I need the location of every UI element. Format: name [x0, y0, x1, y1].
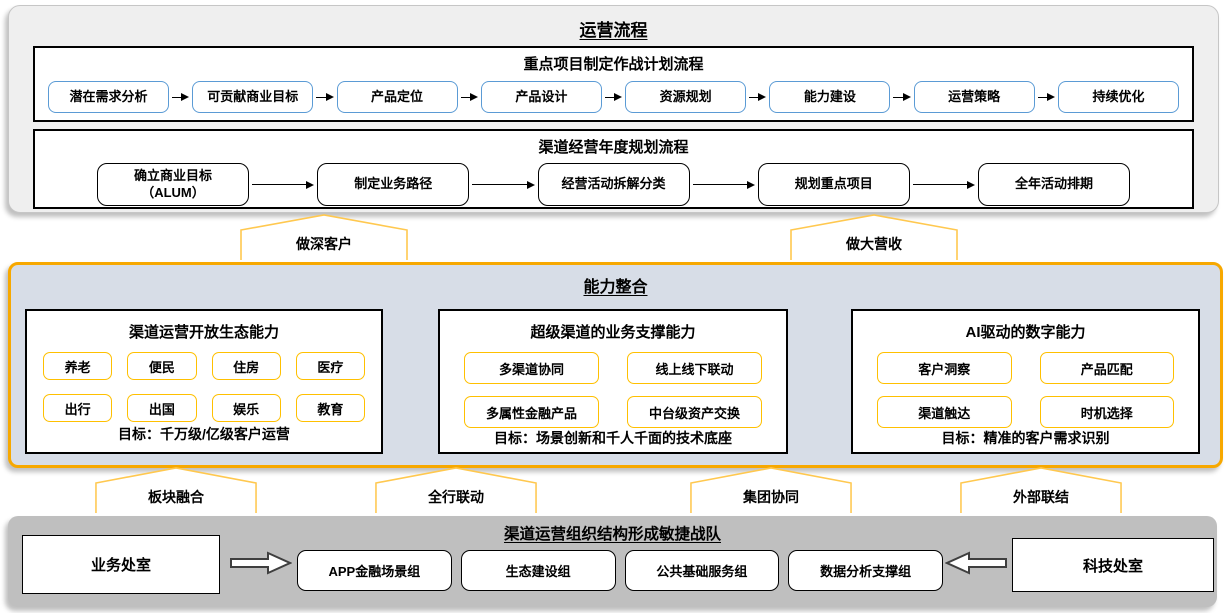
capability-item-box: 客户洞察 — [877, 352, 1012, 384]
agile-team-box: APP金融场景组 — [297, 550, 452, 591]
capability-item-box: 便民 — [127, 352, 197, 380]
card-goal: 目标：场景创新和千人千面的技术底座 — [494, 430, 732, 446]
capability-item-box: 出国 — [127, 394, 197, 422]
operations-process-section: 运营流程 重点项目制定作战计划流程 潜在需求分析可贡献商业目标产品定位产品设计资… — [8, 5, 1219, 213]
flow-step-box: 产品定位 — [336, 81, 458, 113]
flow-arrow-icon — [1038, 93, 1055, 101]
flow-arrow-icon — [913, 181, 975, 189]
capability-item-box: 医疗 — [295, 352, 365, 380]
flow-step-box: 潜在需求分析 — [48, 81, 169, 113]
flow-arrow-icon — [172, 93, 189, 101]
banner-sector-integration: 板块融合 — [95, 467, 257, 513]
block-arrow-right-icon — [230, 551, 292, 575]
flow-step-box: 确立商业目标 （ALUM） — [97, 163, 249, 206]
org-structure-section: 渠道运营组织结构形成敏捷战队 业务处室 APP金融场景组生态建设组公共基础服务组… — [8, 516, 1217, 607]
card-title: 渠道运营开放生态能力 — [128, 324, 279, 341]
flow-step-box: 规划重点项目 — [757, 163, 910, 206]
block-arrow-left-icon — [945, 551, 1007, 575]
banner-external-connection: 外部联结 — [960, 467, 1122, 513]
house-arrow-icon — [240, 214, 408, 260]
agile-team-box: 公共基础服务组 — [624, 550, 780, 591]
flow-step-box: 持续优化 — [1057, 81, 1179, 113]
banner-label: 板块融合 — [148, 489, 204, 505]
card-items: 养老便民住房医疗出行出国娱乐教育 — [37, 352, 371, 422]
card-open-ecosystem-capability: 渠道运营开放生态能力 养老便民住房医疗出行出国娱乐教育 目标：千万级/亿级客户运… — [25, 309, 383, 454]
technology-office-box: 科技处室 — [1012, 538, 1214, 592]
banner-label: 做深客户 — [296, 236, 352, 252]
house-arrow-icon — [790, 214, 958, 260]
house-arrow-icon — [690, 467, 852, 513]
capability-item-box: 住房 — [211, 352, 281, 380]
operations-process-title: 运营流程 — [579, 21, 648, 40]
card-title: AI驱动的数字能力 — [965, 324, 1086, 341]
flow-step-box: 产品设计 — [480, 81, 602, 113]
banner-grow-revenue: 做大营收 — [790, 214, 958, 260]
card-ai-digital-capability: AI驱动的数字能力 客户洞察产品匹配渠道触达时机选择 目标：精准的客户需求识别 — [851, 309, 1200, 454]
card-goal: 目标：精准的客户需求识别 — [941, 430, 1110, 446]
flow-arrow-icon — [749, 93, 766, 101]
flow-arrow-icon — [893, 93, 910, 101]
house-arrow-icon — [960, 467, 1122, 513]
flow-step-box: 可贡献商业目标 — [192, 81, 314, 113]
card-super-channel-capability: 超级渠道的业务支撑能力 多渠道协同线上线下联动多属性金融产品中台级资产交换 目标… — [438, 309, 788, 454]
card-goal: 目标：千万级/亿级客户运营 — [118, 426, 290, 442]
key-project-plan-flow-panel: 重点项目制定作战计划流程 潜在需求分析可贡献商业目标产品定位产品设计资源规划能力… — [33, 46, 1194, 122]
flow-step-box: 经营活动拆解分类 — [537, 163, 690, 206]
business-office-box: 业务处室 — [22, 535, 220, 594]
annual-channel-plan-flow-title: 渠道经营年度规划流程 — [538, 139, 689, 156]
flow-arrow-icon — [461, 93, 478, 101]
capability-item-box: 养老 — [43, 352, 113, 380]
capability-item-box: 渠道触达 — [877, 396, 1012, 428]
capability-item-box: 多属性金融产品 — [464, 396, 599, 428]
capability-item-box: 产品匹配 — [1039, 352, 1174, 384]
capability-item-box: 出行 — [43, 394, 113, 422]
card-items: 多渠道协同线上线下联动多属性金融产品中台级资产交换 — [450, 352, 776, 428]
agile-team-box: 生态建设组 — [460, 550, 616, 591]
capability-item-box: 线上线下联动 — [627, 352, 762, 384]
flow-arrow-icon — [472, 181, 534, 189]
flow-step-box: 运营策略 — [913, 81, 1035, 113]
flow-step-box: 全年活动排期 — [978, 163, 1130, 206]
banner-deepen-customers: 做深客户 — [240, 214, 408, 260]
capability-integration-section: 能力整合 渠道运营开放生态能力 养老便民住房医疗出行出国娱乐教育 目标：千万级/… — [8, 262, 1223, 468]
capability-item-box: 多渠道协同 — [464, 352, 599, 384]
annual-channel-plan-flow-steps: 确立商业目标 （ALUM） 制定业务路径 经营活动拆解分类 规划重点项目 全年活动排期 — [35, 163, 1192, 206]
card-title: 超级渠道的业务支撑能力 — [530, 324, 696, 341]
capability-item-box: 时机选择 — [1039, 396, 1174, 428]
capability-item-box: 教育 — [295, 394, 365, 422]
annual-channel-plan-flow-panel: 渠道经营年度规划流程 确立商业目标 （ALUM） 制定业务路径 经营活动拆解分类 规划… — [33, 129, 1194, 209]
banner-label: 外部联结 — [1013, 489, 1069, 505]
flow-step-box: 资源规划 — [625, 81, 747, 113]
capability-integration-title: 能力整合 — [583, 279, 648, 296]
key-project-plan-flow-steps: 潜在需求分析可贡献商业目标产品定位产品设计资源规划能力建设运营策略持续优化 — [35, 81, 1192, 113]
flow-arrow-icon — [693, 181, 755, 189]
house-arrow-icon — [375, 467, 537, 513]
capability-item-box: 娱乐 — [211, 394, 281, 422]
capability-item-box: 中台级资产交换 — [627, 396, 762, 428]
agile-team-row: APP金融场景组生态建设组公共基础服务组数据分析支撑组 — [297, 550, 943, 591]
agile-team-box: 数据分析支撑组 — [788, 550, 943, 591]
flow-step-box: 能力建设 — [769, 81, 891, 113]
banner-label: 全行联动 — [428, 489, 484, 505]
banner-label: 集团协同 — [743, 489, 799, 505]
house-arrow-icon — [95, 467, 257, 513]
card-items: 客户洞察产品匹配渠道触达时机选择 — [863, 352, 1188, 428]
flow-arrow-icon — [605, 93, 622, 101]
flow-step-box: 制定业务路径 — [317, 163, 470, 206]
key-project-plan-flow-title: 重点项目制定作战计划流程 — [523, 56, 704, 73]
org-structure-title: 渠道运营组织结构形成敏捷战队 — [503, 526, 721, 543]
banner-bankwide-linkage: 全行联动 — [375, 467, 537, 513]
banner-label: 做大营收 — [846, 236, 902, 252]
flow-arrow-icon — [316, 93, 333, 101]
flow-arrow-icon — [252, 181, 314, 189]
banner-group-synergy: 集团协同 — [690, 467, 852, 513]
